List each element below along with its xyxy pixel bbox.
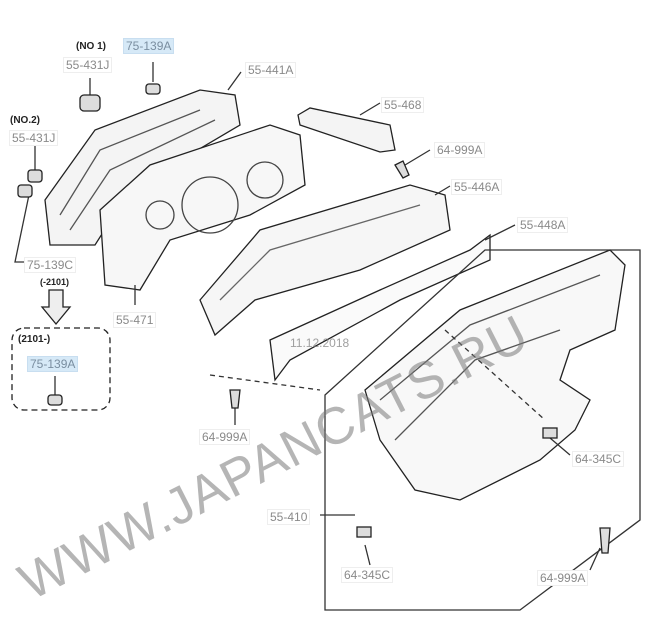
- part-label-55-441A[interactable]: 55-441A: [245, 62, 297, 78]
- case-part: [199, 184, 451, 337]
- bracket-part: [297, 107, 396, 153]
- clip-icon-75-139A: [145, 83, 161, 95]
- variant-arrow: [40, 289, 72, 326]
- part-label-64-345C-bottom[interactable]: 64-345C: [341, 567, 394, 583]
- part-label-64-999A-top[interactable]: 64-999A: [434, 142, 486, 158]
- screw-icon-2: [229, 389, 241, 409]
- clip-icon-75-139C: [17, 184, 33, 198]
- part-label-55-468[interactable]: 55-468: [381, 97, 425, 113]
- part-label-55-410[interactable]: 55-410: [267, 509, 311, 525]
- group-frame: [324, 249, 641, 611]
- part-label-64-999A-mid[interactable]: 64-999A: [199, 429, 251, 445]
- note-from-2101: (2101-): [18, 334, 51, 345]
- lens-part: [269, 233, 491, 382]
- clip-icon-75-139A-new: [47, 394, 63, 406]
- screw-icon-3: [599, 527, 611, 554]
- note-no2: (NO.2): [10, 115, 40, 126]
- spring-clip-icon-1: [542, 427, 558, 439]
- part-label-75-139C[interactable]: 75-139C: [24, 257, 77, 273]
- clip-icon-no1: [79, 94, 101, 112]
- date-stamp: 11.12.2018: [290, 336, 350, 350]
- part-label-55-448A[interactable]: 55-448A: [517, 217, 569, 233]
- screw-icon-1: [394, 160, 410, 179]
- part-label-55-446A[interactable]: 55-446A: [451, 179, 503, 195]
- note-until-2101: (-2101): [40, 277, 70, 287]
- part-label-64-345C-right[interactable]: 64-345C: [572, 451, 625, 467]
- spring-clip-icon-2: [356, 526, 372, 538]
- part-label-75-139A-new[interactable]: 75-139A: [27, 356, 79, 372]
- clip-icon-no2: [27, 169, 43, 183]
- part-label-64-999A-bottom[interactable]: 64-999A: [537, 570, 589, 586]
- note-no1: (NO 1): [76, 41, 106, 52]
- rear-housing-part: [44, 89, 241, 246]
- variant-box: [11, 327, 111, 411]
- part-label-75-139A[interactable]: 75-139A: [123, 38, 175, 54]
- part-label-55-431J-no2[interactable]: 55-431J: [9, 130, 59, 146]
- part-label-55-431J-no1[interactable]: 55-431J: [63, 57, 113, 73]
- part-label-55-471[interactable]: 55-471: [113, 312, 157, 328]
